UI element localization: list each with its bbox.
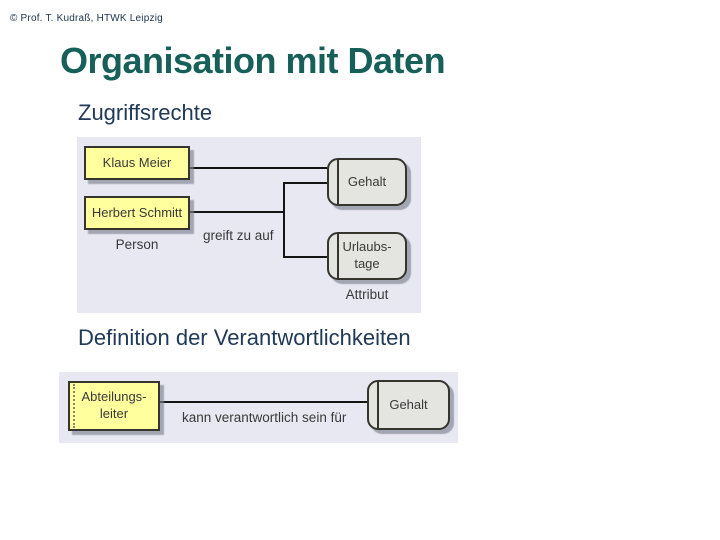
- edge-label-kann-verantwortlich: kann verantwortlich sein für: [182, 410, 347, 425]
- connector-abteilungsleiter-gehalt: [160, 401, 368, 403]
- role-box-label-line1: Abteilungs-: [81, 389, 147, 405]
- person-box-label: Klaus Meier: [102, 154, 172, 170]
- attribute-box-label-line1: Urlaubs-: [342, 239, 392, 255]
- attribute-box-label-line2: tage: [354, 256, 380, 271]
- attribute-box-urlaubstage: Urlaubs- tage: [327, 232, 407, 280]
- person-box-herbert-schmitt: Herbert Schmitt: [84, 196, 190, 230]
- person-category-label: Person: [115, 237, 159, 252]
- section-heading-responsibilities: Definition der Verantwortlichkeiten: [78, 325, 411, 350]
- person-box-klaus-meier: Klaus Meier: [84, 146, 190, 180]
- role-box-label-line2: leiter: [99, 406, 129, 421]
- connector-klaus-gehalt: [190, 167, 327, 169]
- slide-title: Organisation mit Daten: [60, 40, 446, 81]
- attribute-box-gehalt-2: Gehalt: [367, 380, 450, 430]
- attribute-box-divider: [337, 160, 339, 204]
- connector-trunk-urlaubstage: [283, 256, 327, 258]
- access-rights-diagram: Klaus Meier Herbert Schmitt Person greif…: [77, 137, 421, 313]
- attribute-box-label: Gehalt: [347, 173, 387, 189]
- connector-trunk-vertical: [283, 182, 285, 258]
- attribute-box-divider: [377, 382, 379, 428]
- person-box-label: Herbert Schmitt: [91, 204, 183, 220]
- attribute-box-divider: [337, 234, 339, 278]
- connector-herbert-trunk: [190, 211, 285, 213]
- section-heading-access-rights: Zugriffsrechte: [78, 100, 213, 125]
- responsibilities-diagram: Abteilungs- leiter kann verantwortlich s…: [59, 372, 458, 443]
- edge-label-greift-zu-auf: greift zu auf: [203, 228, 274, 243]
- role-box-dotted-edge: [73, 384, 75, 428]
- attribute-category-label: Attribut: [345, 287, 389, 302]
- role-box-abteilungsleiter: Abteilungs- leiter: [68, 381, 160, 431]
- copyright-text: © Prof. T. Kudraß, HTWK Leipzig: [10, 13, 163, 24]
- attribute-box-gehalt: Gehalt: [327, 158, 407, 206]
- attribute-box-label: Gehalt: [389, 396, 428, 412]
- connector-trunk-gehalt: [283, 182, 327, 184]
